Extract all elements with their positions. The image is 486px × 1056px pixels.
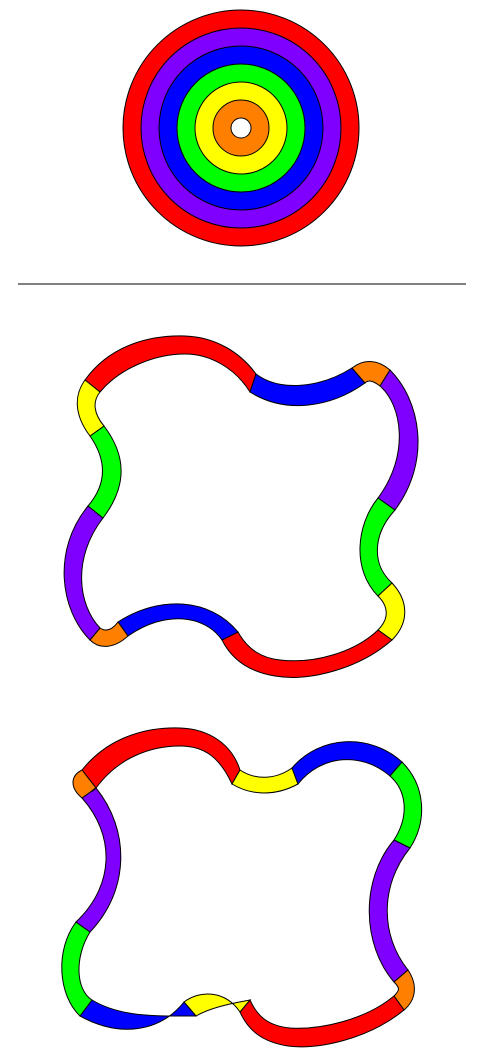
loop2-segment-blue-bottom xyxy=(79,999,198,1030)
loop2-segment-green-left xyxy=(61,921,93,1017)
concentric-rings-target xyxy=(122,9,360,247)
loop1-segment-red-top xyxy=(84,335,257,394)
rainbow-loop-1 xyxy=(63,335,419,678)
loop2-segment-yellow-top xyxy=(231,767,299,794)
loop2-segment-red-bottom xyxy=(239,995,405,1048)
loop1-segment-red-bottom xyxy=(221,629,393,678)
loop2-segment-red-top xyxy=(81,727,241,789)
loop2-segment-orange-left xyxy=(72,769,97,799)
center-hole xyxy=(230,117,252,139)
loop1-segment-green-left xyxy=(87,425,122,519)
loop2-segment-violet-left xyxy=(75,787,122,933)
loop2-segment-green-right xyxy=(389,761,423,849)
loop1-segment-green-right xyxy=(359,497,396,597)
loop2-segment-blue-top xyxy=(291,741,403,785)
rainbow-loop-2 xyxy=(61,727,423,1048)
loop1-segment-blue-bottom xyxy=(117,603,239,641)
loop1-segment-violet-right xyxy=(377,369,419,511)
loop1-segment-violet-left xyxy=(63,505,104,641)
loop1-segment-yellow-left xyxy=(76,379,105,437)
loop1-segment-blue-top xyxy=(249,367,366,407)
loop2-segment-violet-right xyxy=(368,839,411,983)
